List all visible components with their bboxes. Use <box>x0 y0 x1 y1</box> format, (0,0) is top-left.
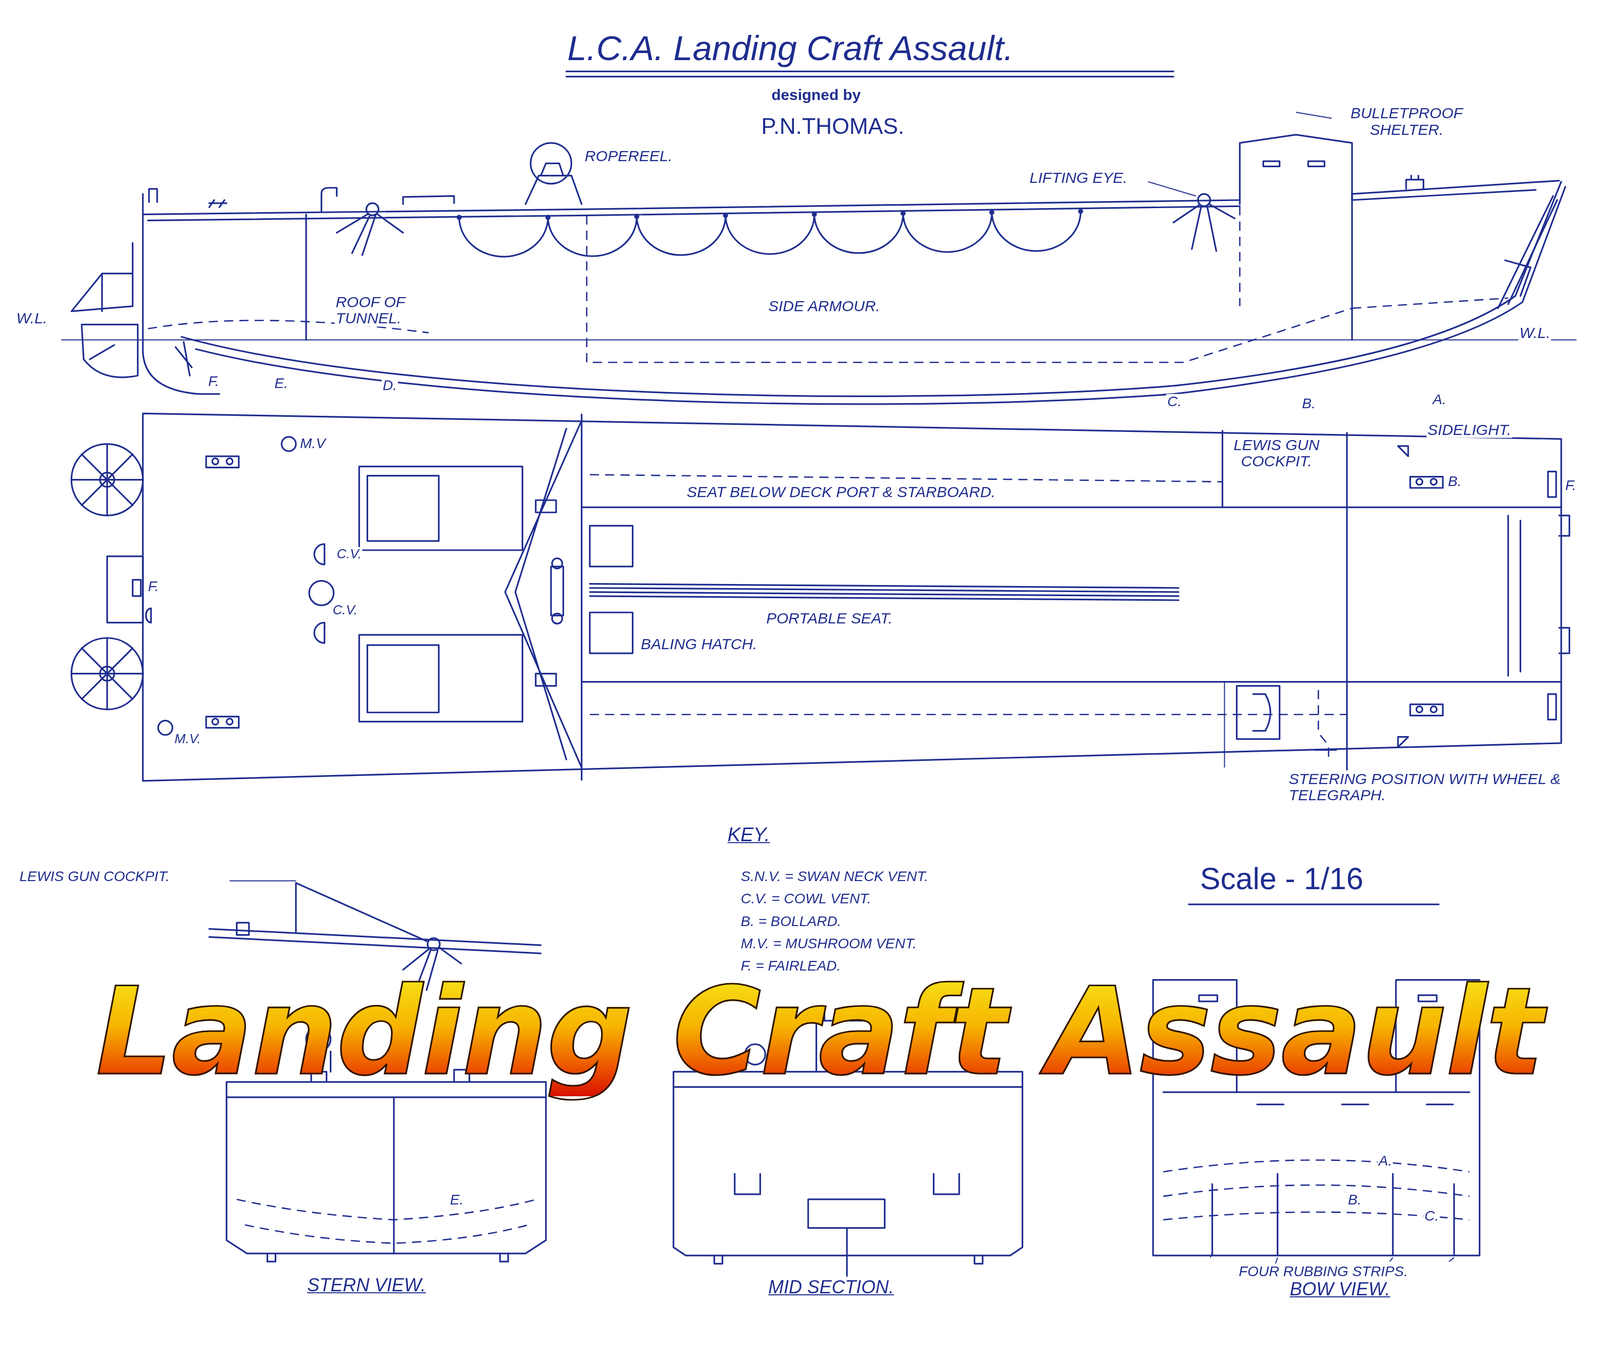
key-heading: KEY. <box>726 824 772 845</box>
waterline-mark: W.L. <box>15 310 48 327</box>
part-label: LEWIS GUN COCKPIT. <box>1229 436 1324 470</box>
designer-name: P.N.THOMAS. <box>760 114 906 138</box>
callout-letter: B. <box>1346 1191 1363 1208</box>
key-entry: S.N.V. = SWAN NECK VENT. <box>739 868 930 884</box>
key-abbreviation: M.V <box>298 435 327 452</box>
watermark: Landing Craft Assault <box>91 969 1547 1096</box>
part-label: ROOF OF TUNNEL. <box>334 293 424 327</box>
callout-letter: B. <box>1301 395 1317 412</box>
key-entry: M.V. = MUSHROOM VENT. <box>739 935 918 952</box>
callout-letter: E. <box>448 1191 465 1208</box>
part-label: STEERING POSITION WITH WHEEL & TELEGRAPH… <box>1287 770 1581 803</box>
view-title: STERN VIEW. <box>306 1275 427 1295</box>
part-label: PORTABLE SEAT. <box>765 610 894 627</box>
part-label: LIFTING EYE. <box>1028 169 1129 186</box>
callout-letter: A. <box>1377 1153 1394 1169</box>
key-abbreviation: B. <box>1446 473 1463 489</box>
waterline-mark: W.L. <box>1518 324 1552 341</box>
callout-letter: E. <box>273 375 289 391</box>
view-title: MID SECTION. <box>767 1277 895 1297</box>
view-title: BOW VIEW. <box>1288 1279 1392 1299</box>
callout-letter: C. <box>1166 393 1183 410</box>
part-label: BULLETPROOF SHELTER. <box>1331 105 1482 138</box>
key-abbreviation: C.V. <box>335 546 363 562</box>
part-label: SIDE ARMOUR. <box>767 297 881 315</box>
part-label: FOUR RUBBING STRIPS. <box>1237 1263 1410 1279</box>
part-label: SEAT BELOW DECK PORT & STARBOARD. <box>685 483 997 500</box>
callout-letter: F. <box>207 373 221 389</box>
callout-letter: A. <box>1431 391 1448 408</box>
part-label: ROPEREEL. <box>583 147 674 165</box>
part-label: LEWIS GUN COCKPIT. <box>18 868 171 884</box>
key-abbreviation: F. <box>1564 477 1578 493</box>
key-abbreviation: C.V. <box>331 603 359 618</box>
callout-letter: C. <box>1423 1208 1440 1224</box>
scale-note: Scale - 1/16 <box>1198 862 1365 895</box>
byline: designed by <box>770 86 862 104</box>
key-entry: B. = BOLLARD. <box>739 913 843 929</box>
part-label: BALING HATCH. <box>639 635 759 653</box>
key-abbreviation: F. <box>146 578 161 594</box>
part-label: SIDELIGHT. <box>1426 421 1513 438</box>
drawing-title: L.C.A. Landing Craft Assault. <box>566 30 1015 68</box>
key-abbreviation: M.V. <box>173 731 202 746</box>
key-entry: C.V. = COWL VENT. <box>739 890 873 907</box>
callout-letter: D. <box>381 377 398 393</box>
